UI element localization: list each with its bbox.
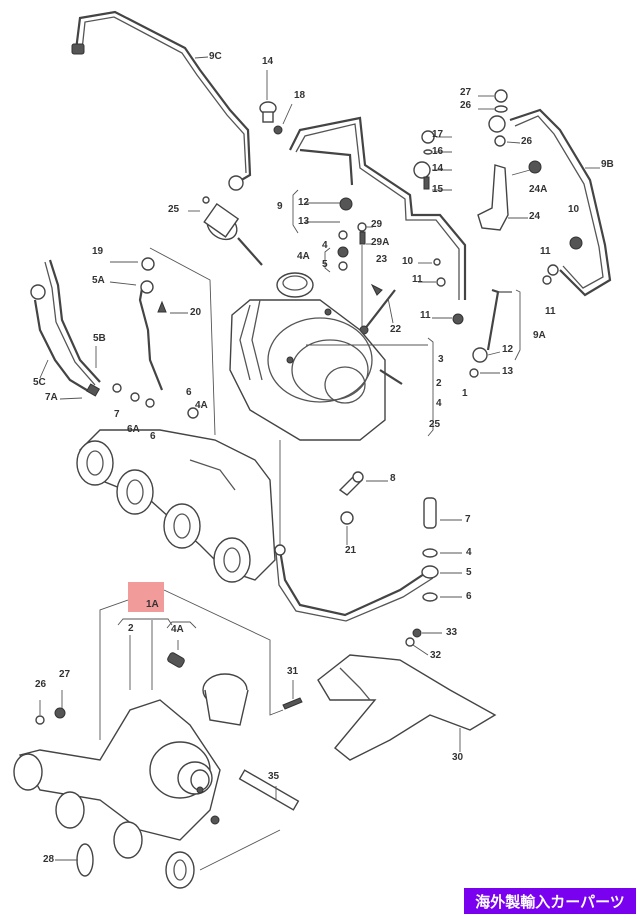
actuator-25 [188, 196, 263, 266]
callout-label: 27 [460, 87, 472, 98]
callout-label: 5 [322, 259, 328, 270]
banjo-fittings-top-right [478, 89, 521, 147]
callout-label: 10 [402, 256, 414, 267]
callout-label: 30 [452, 752, 464, 763]
callout-label: 23 [376, 254, 388, 265]
callout-label: 3 [438, 354, 444, 365]
callout-label: 18 [294, 90, 306, 101]
callout-label: 9A [533, 330, 546, 341]
highlight-1a-label: 1A [146, 599, 159, 610]
callout-label: 6 [150, 431, 156, 442]
callout-label: 26 [521, 136, 533, 147]
part-14-18 [259, 70, 293, 135]
oil-line-9c [71, 10, 252, 191]
watermark-text: 海外製輸入カーパーツ [475, 892, 625, 911]
callout-label: 21 [345, 545, 357, 556]
callout-label: 5 [466, 567, 472, 578]
turbocharger-main [229, 272, 434, 441]
callout-label: 11 [412, 274, 423, 285]
callout-label: 12 [298, 197, 310, 208]
exhaust-manifold-top [76, 429, 281, 583]
return-line [289, 116, 467, 300]
callout-label: 25 [168, 204, 180, 215]
callout-label: 25 [429, 419, 441, 430]
callout-label: 13 [298, 216, 310, 227]
callout-label: 15 [432, 184, 444, 195]
assembly-1a-leaders [99, 589, 284, 740]
callout-label: 5A [92, 275, 105, 286]
callout-label: 12 [502, 344, 514, 355]
bolt-29 [357, 222, 373, 330]
callout-label: 5B [93, 333, 106, 344]
callout-label: 29 [371, 219, 383, 230]
callout-label: 17 [432, 129, 444, 140]
callout-label: 11 [420, 310, 431, 321]
callout-label: 33 [446, 627, 458, 638]
oil-lines-left [30, 247, 216, 436]
link-22-23 [359, 283, 396, 335]
callout-label: 9C [209, 51, 222, 62]
callout-label: 13 [502, 366, 514, 377]
callout-label: 31 [287, 666, 299, 677]
highlight-1a [128, 582, 164, 612]
callout-label: 8 [390, 473, 396, 484]
callout-label: 26 [460, 100, 472, 111]
callout-label: 9B [601, 159, 614, 170]
callout-label: 9 [277, 201, 283, 212]
callout-label: 4A [171, 624, 184, 635]
callout-label: 4A [297, 251, 310, 262]
callout-label: 27 [59, 669, 71, 680]
bracket-24 [477, 160, 542, 231]
bolt-8-21 [338, 471, 388, 545]
callout-label: 24 [529, 211, 541, 222]
callout-label: 19 [92, 246, 104, 257]
callout-label: 11 [540, 246, 551, 257]
callout-label: 4 [436, 398, 442, 409]
pipe-9a [469, 288, 521, 378]
callout-label: 6A [127, 424, 140, 435]
callout-label: 26 [35, 679, 47, 690]
callout-label: 14 [262, 56, 274, 67]
turbocharger-assembly-lower [13, 640, 300, 889]
callout-label: 22 [390, 324, 402, 335]
callout-label: 1 [462, 388, 468, 399]
oil-feed-line [274, 497, 462, 622]
callout-label: 6 [186, 387, 192, 398]
part-4-5 [324, 230, 349, 273]
callout-label: 4 [466, 547, 472, 558]
heat-shield-30 [282, 628, 497, 761]
callout-label: 29A [371, 237, 390, 248]
callout-label: 10 [568, 204, 580, 215]
callout-label: 5C [33, 377, 46, 388]
callout-label: 6 [466, 591, 472, 602]
callout-label: 2 [436, 378, 442, 389]
callout-label: 4 [322, 240, 328, 251]
oil-line-9b [509, 108, 612, 297]
callout-label: 20 [190, 307, 202, 318]
callout-label: 14 [432, 163, 444, 174]
callout-label: 7 [465, 514, 471, 525]
callout-label: 16 [432, 146, 444, 157]
watermark-banner: 海外製輸入カーパーツ [464, 888, 636, 914]
callout-label: 11 [545, 306, 556, 317]
part-10-11 [418, 258, 464, 325]
callout-label: 32 [430, 650, 442, 661]
callout-label: 24A [529, 184, 548, 195]
callout-label: 28 [43, 854, 55, 865]
callout-label: 7 [114, 409, 120, 420]
callout-label: 35 [268, 771, 280, 782]
bolt-stack [413, 130, 452, 191]
callout-label: 4A [195, 400, 208, 411]
callout-label: 7A [45, 392, 58, 403]
callout-label: 2 [128, 623, 134, 634]
